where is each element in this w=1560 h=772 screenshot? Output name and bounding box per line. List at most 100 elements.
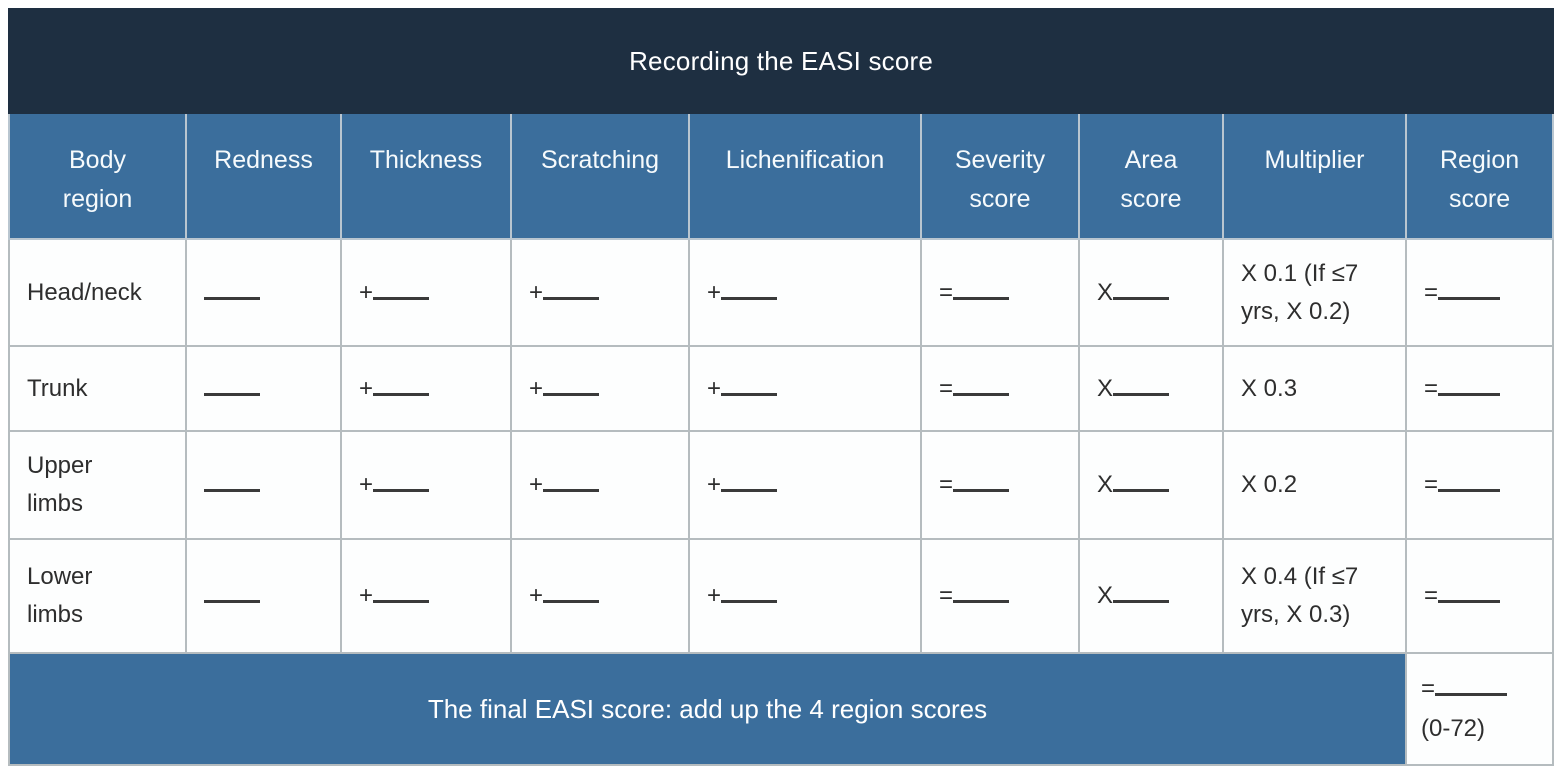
blank-line xyxy=(1438,275,1501,300)
col-header-label: Multiplier xyxy=(1264,146,1365,174)
blank-line xyxy=(373,578,430,603)
blank-line xyxy=(721,578,778,603)
blank-line xyxy=(1438,578,1501,603)
blank-line xyxy=(543,371,600,396)
column-header-row: Body region Redness Thickness Scratching… xyxy=(8,112,1555,240)
operator: X xyxy=(1097,582,1114,609)
multiplier-cell: X 0.2 xyxy=(1222,430,1407,540)
blank-line xyxy=(953,371,1010,396)
col-header-label: Body region xyxy=(62,146,133,213)
score-range: (0-72) xyxy=(1421,715,1486,742)
easi-table: Recording the EASI score Body region Red… xyxy=(7,8,1555,766)
table-title-row: Recording the EASI score xyxy=(7,8,1555,114)
operator: + xyxy=(359,374,374,402)
blank-line xyxy=(204,467,260,492)
col-header-label: Lichenification xyxy=(725,146,885,174)
operator: + xyxy=(359,582,374,609)
table-row-head-neck: Head/neck + + + = X X 0.1 (If ≤7 yrs, X … xyxy=(8,238,1555,347)
multiplier-cell: X 0.4 (If ≤7 yrs, X 0.3) xyxy=(1222,538,1407,654)
thickness-cell: + xyxy=(340,238,512,347)
region-score-cell: = xyxy=(1404,430,1555,540)
operator: + xyxy=(359,471,374,498)
redness-cell xyxy=(185,345,342,432)
area-score-cell: X xyxy=(1078,430,1224,540)
blank-line xyxy=(543,467,600,492)
blank-line xyxy=(543,578,600,603)
thickness-cell: + xyxy=(340,345,512,432)
blank-line xyxy=(1435,671,1508,696)
operator: + xyxy=(707,471,722,498)
area-score-cell: X xyxy=(1078,345,1224,432)
severity-score-cell: = xyxy=(920,345,1080,432)
region-label: Trunk xyxy=(8,345,187,432)
blank-line xyxy=(204,371,260,396)
col-header-multiplier: Multiplier xyxy=(1222,112,1407,240)
blank-line xyxy=(721,275,778,300)
blank-line xyxy=(721,467,778,492)
col-header-body-region: Body region xyxy=(8,112,187,240)
lichenification-cell: + xyxy=(688,345,922,432)
severity-score-cell: = xyxy=(920,538,1080,654)
operator: + xyxy=(707,374,722,402)
scratching-cell: + xyxy=(510,238,690,347)
blank-line xyxy=(1113,371,1170,396)
operator: = xyxy=(1424,582,1439,609)
col-header-region-score: Region score xyxy=(1404,112,1555,240)
operator: + xyxy=(529,278,544,306)
operator: = xyxy=(939,278,954,306)
col-header-thickness: Thickness xyxy=(340,112,512,240)
col-header-label: Thickness xyxy=(369,146,483,174)
multiplier-cell: X 0.1 (If ≤7 yrs, X 0.2) xyxy=(1222,238,1407,347)
operator: = xyxy=(939,374,954,402)
col-header-severity-score: Severity score xyxy=(920,112,1080,240)
final-score-row: The final EASI score: add up the 4 regio… xyxy=(8,652,1555,766)
blank-line xyxy=(373,275,430,300)
thickness-cell: + xyxy=(340,538,512,654)
col-header-label: Region score xyxy=(1439,146,1520,213)
redness-cell xyxy=(185,430,342,540)
scratching-cell: + xyxy=(510,345,690,432)
area-score-cell: X xyxy=(1078,538,1224,654)
operator: + xyxy=(529,471,544,498)
blank-line xyxy=(1113,578,1170,603)
thickness-cell: + xyxy=(340,430,512,540)
col-header-redness: Redness xyxy=(185,112,342,240)
multiplier-cell: X 0.3 xyxy=(1222,345,1407,432)
operator: = xyxy=(1424,374,1439,402)
severity-score-cell: = xyxy=(920,238,1080,347)
col-header-label: Area score xyxy=(1120,146,1182,213)
lichenification-cell: + xyxy=(688,238,922,347)
operator: + xyxy=(707,278,722,306)
operator: X xyxy=(1097,471,1114,498)
table-row-upper-limbs: Upper limbs + + + = X X 0.2 = xyxy=(8,430,1555,540)
blank-line xyxy=(1113,467,1170,492)
scratching-cell: + xyxy=(510,430,690,540)
operator: + xyxy=(529,582,544,609)
operator: + xyxy=(707,582,722,609)
severity-score-cell: = xyxy=(920,430,1080,540)
table-row-trunk: Trunk + + + = X X 0.3 = xyxy=(8,345,1555,432)
col-header-area-score: Area score xyxy=(1078,112,1224,240)
region-label: Lower limbs xyxy=(8,538,187,654)
redness-cell xyxy=(185,238,342,347)
blank-line xyxy=(373,467,430,492)
blank-line xyxy=(204,578,260,603)
blank-line xyxy=(953,275,1010,300)
region-score-cell: = xyxy=(1404,345,1555,432)
scratching-cell: + xyxy=(510,538,690,654)
blank-line xyxy=(1438,371,1501,396)
blank-line xyxy=(953,578,1010,603)
operator: = xyxy=(1424,278,1439,306)
blank-line xyxy=(953,467,1010,492)
table-row-lower-limbs: Lower limbs + + + = X X 0.4 (If ≤7 yrs, … xyxy=(8,538,1555,654)
operator: + xyxy=(359,278,374,306)
blank-line xyxy=(543,275,600,300)
final-score-label: The final EASI score: add up the 4 regio… xyxy=(8,652,1407,766)
region-score-cell: = xyxy=(1404,238,1555,347)
col-header-scratching: Scratching xyxy=(510,112,690,240)
lichenification-cell: + xyxy=(688,430,922,540)
col-header-lichenification: Lichenification xyxy=(688,112,922,240)
operator: = xyxy=(1421,675,1436,702)
operator: X xyxy=(1097,374,1114,402)
